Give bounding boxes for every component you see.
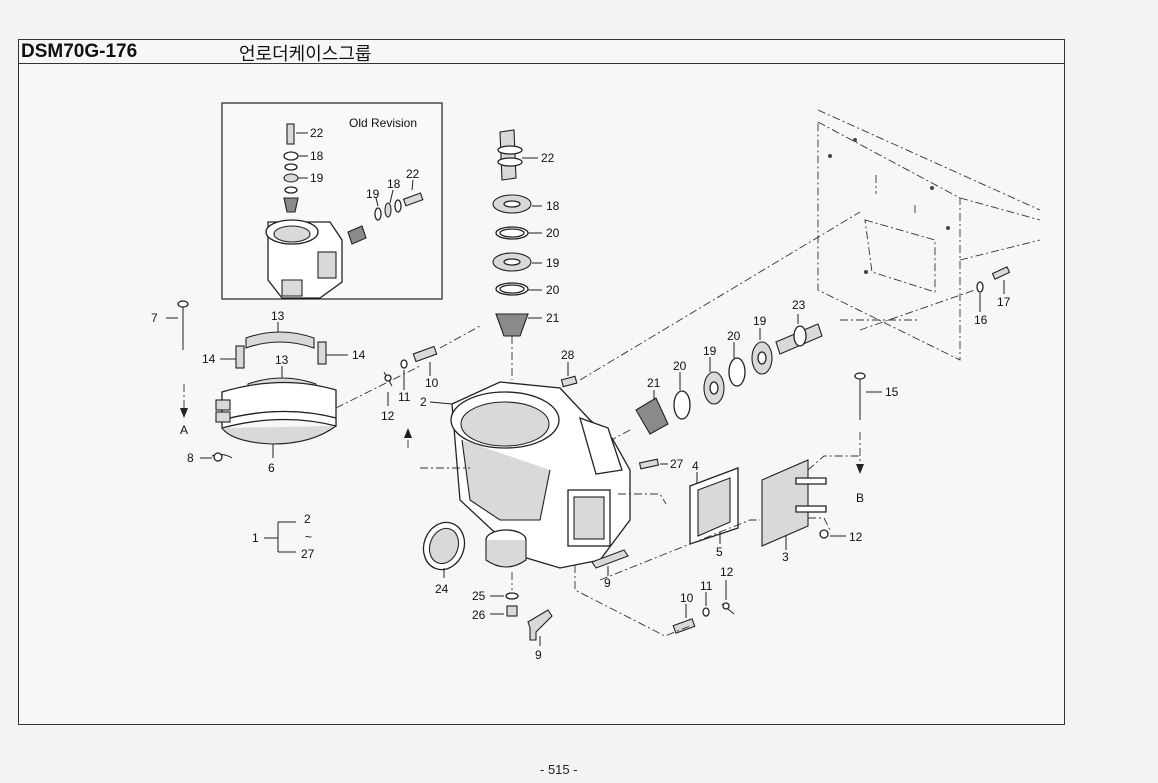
shaft-stack: 22 18 20 19 20 21 [492, 129, 560, 380]
callout-A: A [180, 423, 188, 437]
old-revision-inset: Old Revision 22 18 19 19 18 22 [221, 102, 443, 300]
callout-12b: 12 [849, 530, 863, 544]
unloader-case: 2 [420, 381, 631, 569]
callout-13: 13 [271, 309, 285, 323]
callout-12: 12 [381, 409, 395, 423]
callout-9b: 9 [535, 648, 542, 662]
callout-23: 23 [792, 298, 806, 312]
callout-21b: 21 [647, 376, 661, 390]
callout-19c: 19 [753, 314, 767, 328]
lower-parts: 15 B 4 5 3 12 9 24 25 26 [422, 372, 899, 662]
callout-24: 24 [435, 582, 449, 596]
callout-20b: 20 [546, 283, 560, 297]
callout-12c: 12 [720, 565, 734, 579]
group-key-to: 27 [301, 547, 315, 561]
callout-6: 6 [268, 461, 275, 475]
callout-26: 26 [472, 608, 486, 622]
callout-11: 11 [398, 390, 411, 404]
right-shaft: 23 19 20 19 20 21 28 27 [560, 211, 920, 471]
callout-7: 7 [151, 311, 158, 325]
callout-10: 10 [425, 376, 439, 390]
callout-20: 20 [546, 226, 560, 240]
callout-4: 4 [692, 459, 699, 473]
inset-title: Old Revision [349, 116, 417, 130]
callout-11b: 11 [700, 579, 713, 593]
inset-callout-22b: 22 [406, 167, 420, 181]
inset-callout-22: 22 [310, 126, 324, 140]
group-key-from: 2 [304, 512, 311, 526]
part-code: DSM70G-176 [21, 41, 138, 62]
callout-5: 5 [716, 545, 723, 559]
page-number: - 515 - [540, 762, 578, 777]
callout-18: 18 [546, 199, 560, 213]
inset-callout-18: 18 [310, 149, 324, 163]
inset-callout-18b: 18 [387, 177, 401, 191]
callout-2: 2 [420, 395, 427, 409]
group-key-main: 1 [252, 531, 259, 545]
callout-9: 9 [604, 576, 611, 590]
callout-19: 19 [546, 256, 560, 270]
callout-20d: 20 [673, 359, 687, 373]
callout-8: 8 [187, 451, 194, 465]
callout-14: 14 [202, 352, 216, 366]
callout-10b: 10 [680, 591, 694, 605]
callout-14b: 14 [352, 348, 366, 362]
callout-3: 3 [782, 550, 789, 564]
callout-16: 16 [974, 313, 988, 327]
callout-25: 25 [472, 589, 486, 603]
callout-17: 17 [997, 295, 1011, 309]
callout-20c: 20 [727, 329, 741, 343]
callout-22: 22 [541, 151, 555, 165]
group-key-tilde: ~ [305, 530, 312, 544]
callout-13b: 13 [275, 353, 289, 367]
callout-28: 28 [561, 348, 575, 362]
parts-sheet: DSM70G-176 언로더케이스그룹 [18, 39, 1065, 725]
inset-callout-19b: 19 [366, 187, 380, 201]
callout-27: 27 [670, 457, 684, 471]
group-key: 1 2 ~ 27 [252, 512, 315, 561]
title-bar: DSM70G-176 언로더케이스그룹 [19, 40, 1064, 65]
callout-B: B [856, 491, 864, 505]
left-band-group: 7 13 14 14 13 6 A 8 [151, 300, 481, 475]
callout-19d: 19 [703, 344, 717, 358]
callout-21: 21 [546, 311, 560, 325]
callout-15: 15 [885, 385, 899, 399]
inset-callout-19: 19 [310, 171, 324, 185]
group-name: 언로더케이스그룹 [239, 44, 372, 65]
mounting-frame: 17 16 [817, 109, 1041, 361]
